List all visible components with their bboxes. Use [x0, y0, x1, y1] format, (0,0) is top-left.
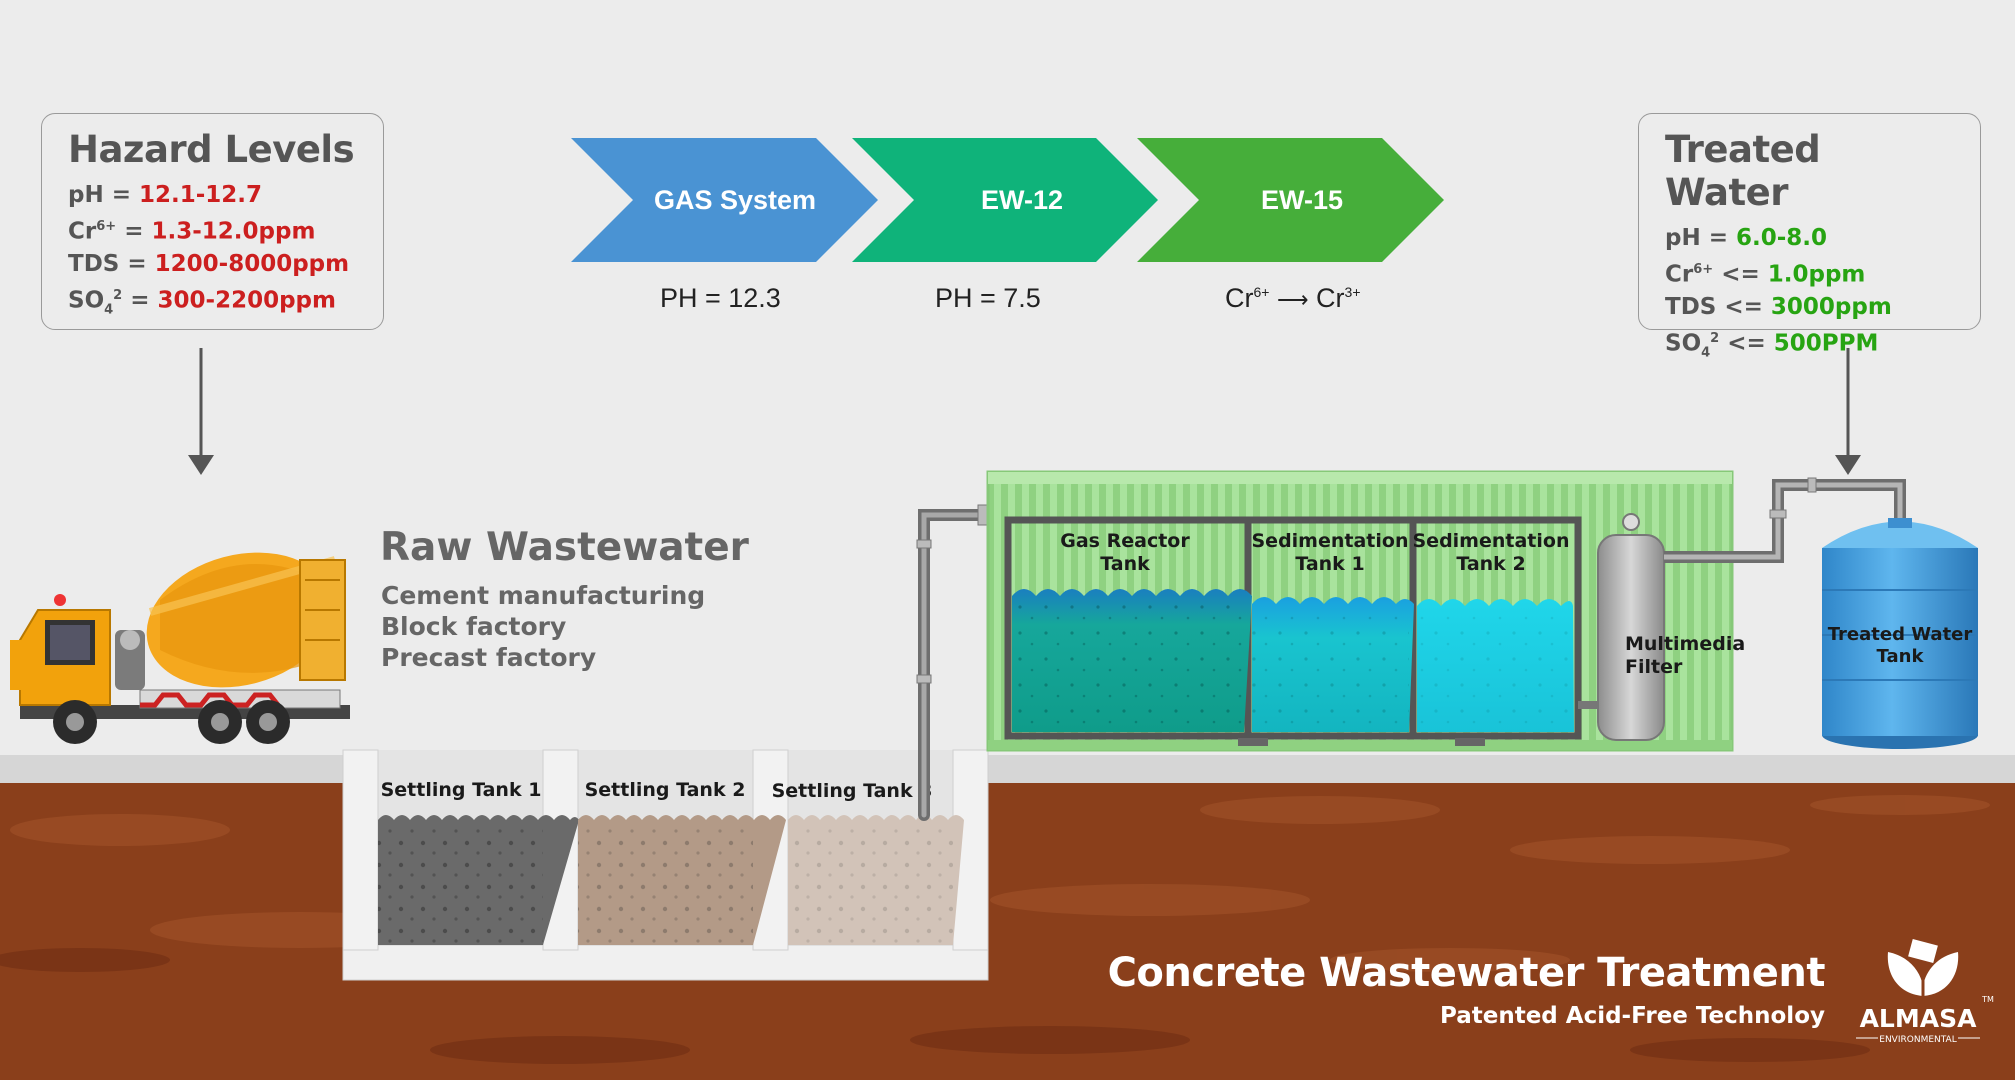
- treated-water-title: Treated Water: [1665, 128, 1821, 214]
- hazard-cr-value: 1.3-12.0ppm: [151, 218, 316, 245]
- settling-tanks-structure: [342, 749, 989, 981]
- outlet-pipe: [1664, 477, 1906, 563]
- hazard-levels-box: Hazard Levels pH = 12.1-12.7 Cr6+ = 1.3-…: [41, 113, 384, 330]
- chevron-ew12-label: EW-12: [981, 185, 1063, 215]
- almasa-logo: ALMASA TM ENVIRONMENTAL: [1856, 938, 1994, 1045]
- source-item: Cement manufacturing: [381, 581, 706, 610]
- logo-tm: TM: [1981, 995, 1994, 1004]
- treated-water-box: Treated Water pH = 6.0-8.0 Cr6+ <= 1.0pp…: [1638, 113, 1981, 360]
- treated-cr-value: 1.0ppm: [1767, 261, 1866, 288]
- source-item: Precast factory: [381, 643, 597, 672]
- hazard-tds-row: TDS = 1200-8000ppm: [68, 250, 350, 277]
- treated-so4-row: SO42 <= 500PPM: [1665, 330, 1879, 360]
- transfer-pipe: [916, 504, 996, 821]
- concrete-mixer-truck-icon: [10, 552, 350, 744]
- logo-name: ALMASA: [1860, 1004, 1978, 1033]
- treated-tds-row: TDS <= 3000ppm: [1665, 293, 1892, 320]
- ew15-reaction: Cr6+ ⟶ Cr3+: [1225, 283, 1361, 313]
- source-item: Block factory: [381, 612, 567, 641]
- settling-tank-1-label: Settling Tank 1: [381, 779, 542, 801]
- multimedia-filter-vessel: [1597, 534, 1665, 741]
- hazard-ph-row: pH = 12.1-12.7: [68, 182, 263, 208]
- raw-wastewater-sources: Cement manufacturing Block factory Preca…: [381, 580, 705, 673]
- chevron-gas-system: [571, 138, 878, 262]
- ew12-ph: PH = 7.5: [935, 283, 1041, 313]
- gas-system-ph: PH = 12.3: [660, 283, 781, 313]
- hazard-so4-value: 300-2200ppm: [157, 287, 336, 314]
- hazard-levels-title: Hazard Levels: [68, 128, 355, 171]
- settling-tank-2-label: Settling Tank 2: [585, 779, 746, 801]
- logo-sub: ENVIRONMENTAL: [1879, 1035, 1956, 1045]
- treated-cr-row: Cr6+ <= 1.0ppm: [1665, 261, 1866, 288]
- hazard-down-arrow: [188, 348, 214, 475]
- hazard-cr-row: Cr6+ = 1.3-12.0ppm: [68, 218, 316, 245]
- hazard-ph-value: 12.1-12.7: [139, 182, 263, 208]
- treated-water-tank: [1822, 518, 1978, 749]
- chevron-ew15-label: EW-15: [1261, 185, 1343, 215]
- soil-texture: [10, 795, 1990, 972]
- chevron-ew12: [852, 138, 1158, 262]
- ground-surface: [0, 755, 2015, 783]
- raw-wastewater-title: Raw Wastewater: [380, 525, 749, 570]
- chevron-gas-system-label: GAS System: [654, 185, 816, 215]
- process-chevrons: GAS System EW-12 EW-15: [571, 138, 1444, 262]
- settling-tank-3-label: Settling Tank 3: [772, 780, 933, 802]
- treated-ph-row: pH = 6.0-8.0: [1665, 225, 1828, 251]
- footer-title: Concrete Wastewater Treatment: [1107, 950, 1826, 996]
- treated-ph-value: 6.0-8.0: [1736, 225, 1828, 251]
- hazard-tds-value: 1200-8000ppm: [154, 250, 350, 277]
- treated-down-arrow: [1835, 348, 1861, 475]
- treatment-container: [986, 470, 1734, 752]
- hazard-so4-row: SO42 = 300-2200ppm: [68, 287, 336, 317]
- footer-subtitle: Patented Acid-Free Technoloy: [1439, 1003, 1825, 1029]
- chevron-ew15: [1137, 138, 1444, 262]
- treated-so4-value: 500PPM: [1773, 330, 1879, 357]
- treated-tds-value: 3000ppm: [1770, 293, 1892, 320]
